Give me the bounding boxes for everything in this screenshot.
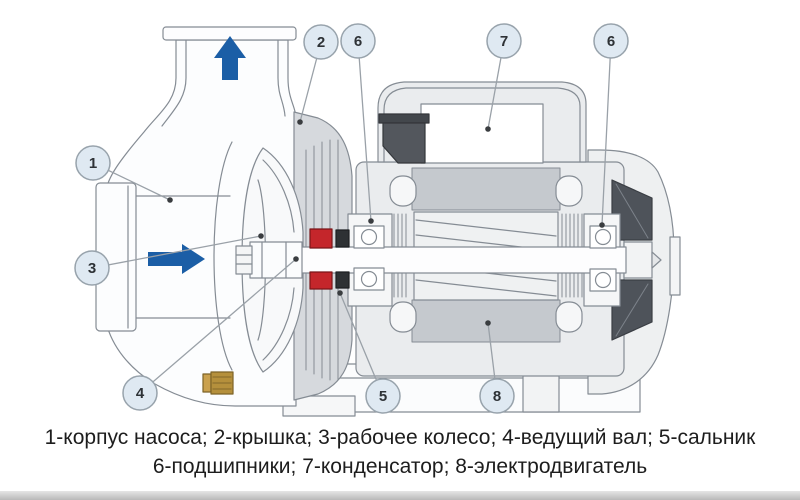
mechanical-seal [309,228,333,290]
seal-gland [335,229,350,289]
leader-dots [167,119,605,326]
svg-text:1: 1 [89,155,97,172]
caption-line-1: 1-корпус насоса; 2-крышка; 3-рабочее кол… [44,426,756,449]
caption: 1-корпус насоса; 2-крышка; 3-рабочее кол… [0,423,800,481]
callout-6-rear: 6 [593,23,629,59]
terminal-box [378,113,430,164]
svg-text:5: 5 [379,388,387,405]
bearing-rear [589,225,617,292]
flow-up-arrow [214,36,246,80]
caption-line-2: 6-подшипники; 7-конденсатор; 8-электродв… [152,455,648,478]
drain-plug [202,371,234,395]
shaft-end-tip [651,251,662,269]
stator [389,167,583,343]
callout-6-front: 6 [340,23,376,59]
cooling-fan [611,179,653,341]
impeller-nut [235,245,253,275]
callout-3: 3 [74,250,110,286]
capacitor [420,103,544,164]
callout-2: 2 [303,24,339,60]
callout-8: 8 [479,378,515,414]
svg-text:6: 6 [354,33,362,50]
callout-1: 1 [75,145,111,181]
fan-hub [623,241,653,279]
svg-text:6: 6 [607,33,615,50]
callout-4: 4 [122,375,158,411]
callout-5: 5 [365,378,401,414]
pump-cross-section-diagram: 1 2 3 4 5 6 6 [74,23,681,417]
bottom-edge-band [0,491,800,500]
svg-text:8: 8 [493,388,501,405]
svg-text:7: 7 [500,33,508,50]
callout-7: 7 [486,23,522,59]
svg-text:4: 4 [136,385,145,402]
bearing-front [353,225,385,291]
svg-text:2: 2 [317,34,325,51]
drive-shaft [251,246,627,274]
svg-text:3: 3 [88,260,96,277]
